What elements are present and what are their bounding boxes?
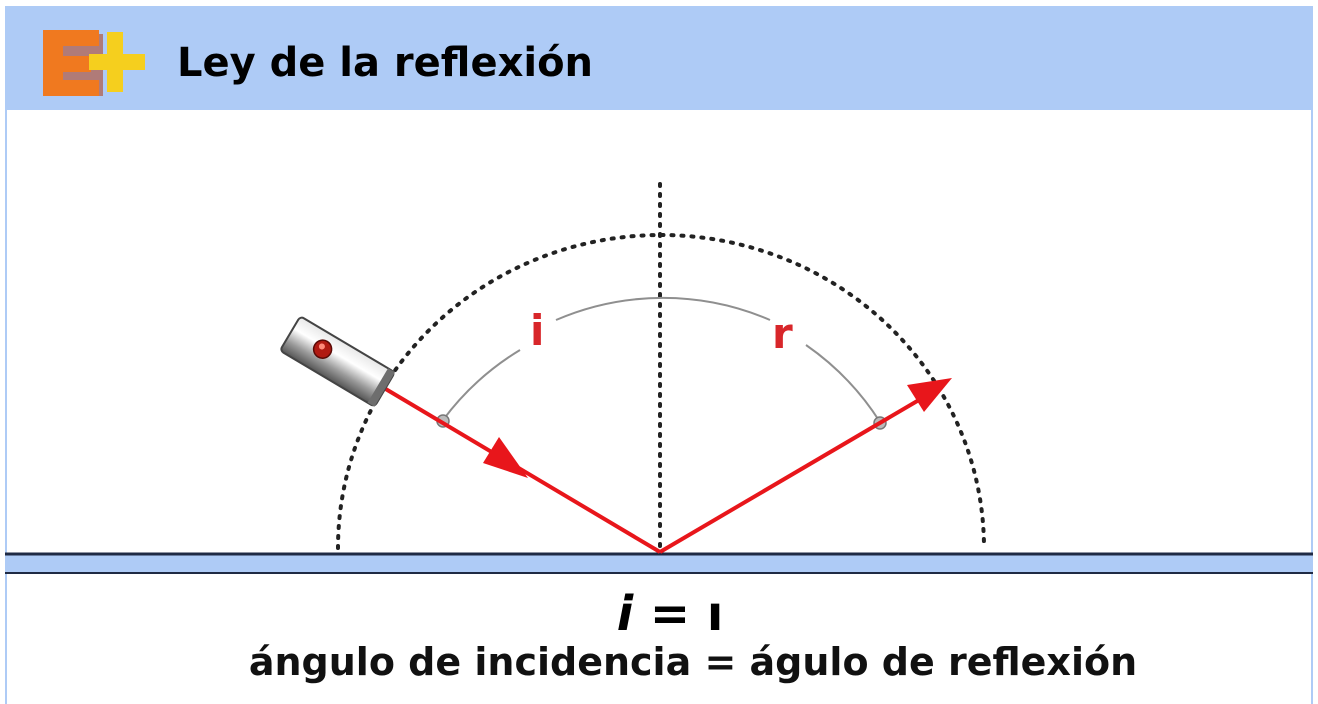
reflection-angle-label: r bbox=[772, 309, 793, 358]
reflected-ray-arrowhead bbox=[907, 378, 952, 412]
page-title: Ley de la reflexión bbox=[177, 40, 594, 86]
laser-pointer-icon bbox=[280, 316, 395, 407]
angle-arc-incidence bbox=[442, 349, 521, 421]
e-plus-logo-icon bbox=[43, 30, 145, 96]
equation: i = ı bbox=[560, 586, 780, 642]
reflected-ray bbox=[658, 388, 938, 554]
right-border bbox=[1311, 110, 1313, 704]
protractor-arc bbox=[336, 233, 986, 550]
header-bar: Ley de la reflexión bbox=[5, 6, 1313, 110]
caption: ángulo de incidencia = águlo de reflexió… bbox=[248, 640, 1138, 684]
incident-ray-arrowhead bbox=[483, 437, 528, 478]
left-border bbox=[5, 110, 7, 704]
incidence-angle-label: i bbox=[530, 306, 544, 355]
angle-arc-reflection bbox=[805, 344, 881, 423]
equation-left: i bbox=[616, 586, 634, 642]
mirror-surface bbox=[5, 553, 1313, 574]
equation-right: ı bbox=[706, 586, 724, 642]
angle-arc-top bbox=[555, 296, 771, 321]
equation-operator: = bbox=[649, 586, 691, 642]
